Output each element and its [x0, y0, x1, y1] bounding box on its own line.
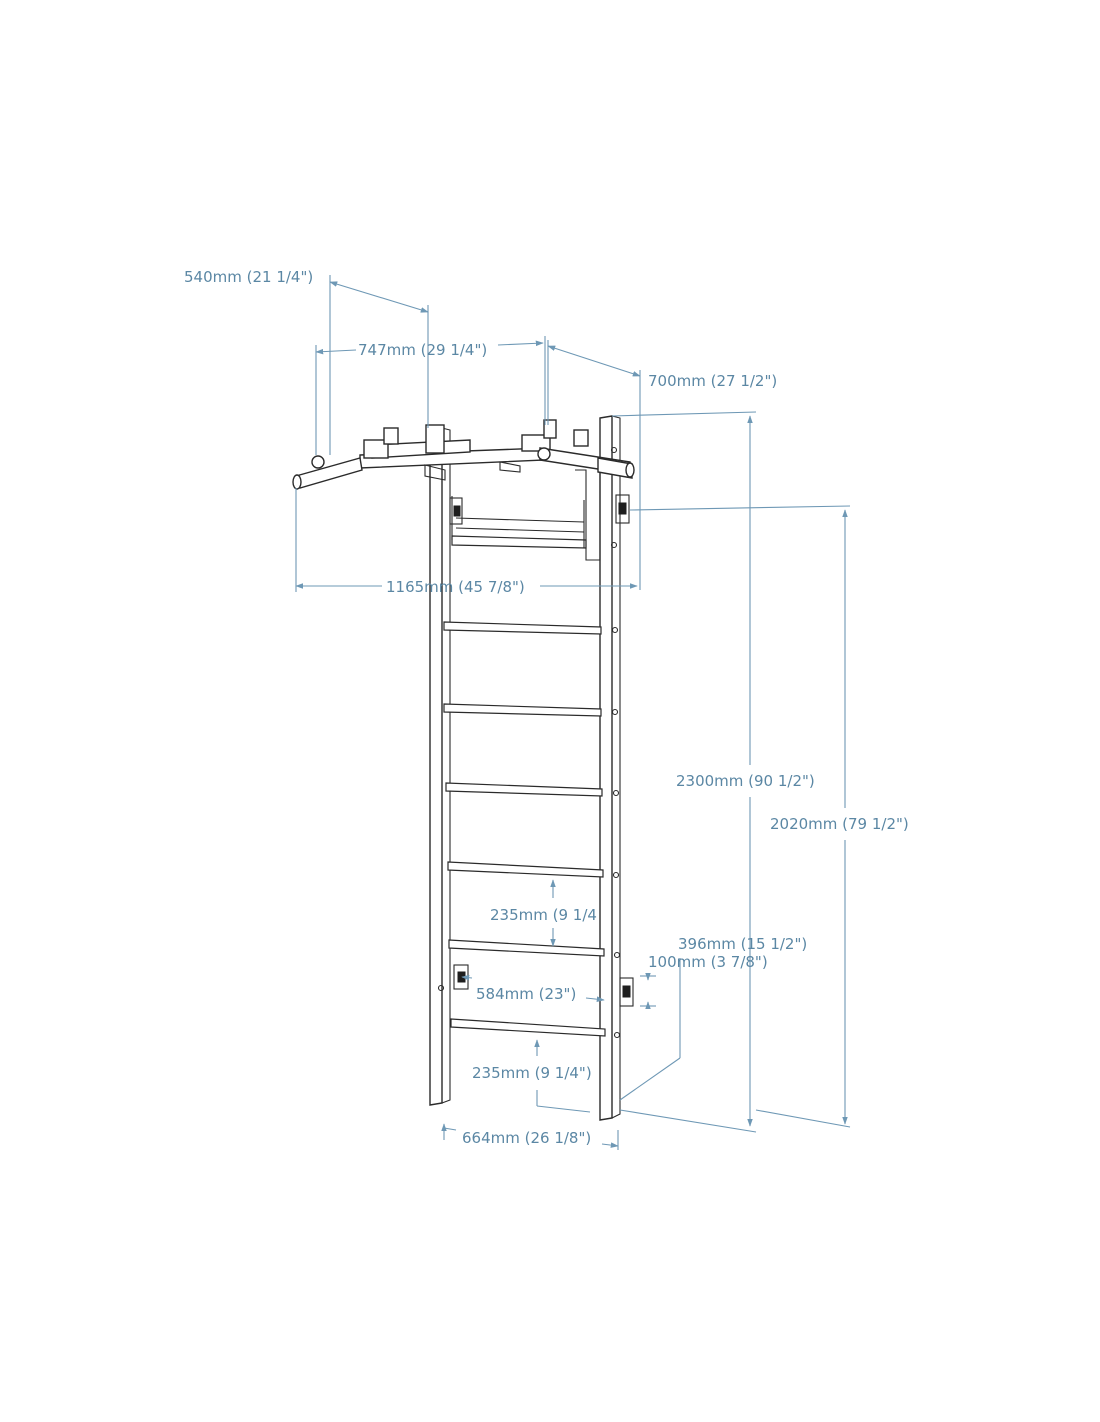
dimension-labels: 540mm (21 1/4") 747mm (29 1/4") 700mm (2…: [184, 268, 909, 1147]
bolt-holes: [437, 446, 621, 1039]
label-bar-inner-width: 747mm (29 1/4"): [358, 341, 487, 359]
rung-1: [451, 535, 587, 549]
ladder-frame: [429, 415, 634, 1121]
pull-up-bar: [292, 419, 635, 561]
rung-5: [447, 861, 604, 878]
label-bar-depth: 540mm (21 1/4"): [184, 268, 313, 286]
label-rung-spacing-upper: 235mm (9 1/4: [490, 906, 597, 924]
label-total-height: 2300mm (90 1/2"): [676, 772, 815, 790]
rungs: [443, 535, 606, 1037]
rung-4: [445, 782, 603, 797]
right-upright: [599, 415, 621, 1121]
rung-3: [443, 703, 602, 717]
label-bar-total-width: 1165mm (45 7/8"): [386, 578, 525, 596]
label-bracket-bottom-offset: 396mm (15 1/2"): [678, 935, 807, 953]
dimension-lines: [295, 275, 851, 1150]
wall-bracket-top-right: [615, 494, 630, 524]
label-bracket-height: 2020mm (79 1/2"): [770, 815, 909, 833]
bar-mount-right: [521, 419, 589, 452]
bar-mount-left: [363, 424, 445, 459]
label-bracket-spacing: 584mm (23"): [476, 985, 576, 1003]
label-ladder-width: 664mm (26 1/8"): [462, 1129, 591, 1147]
left-upright: [429, 427, 451, 1106]
label-bar-projection: 700mm (27 1/2"): [648, 372, 777, 390]
wall-bracket-bottom-right: [619, 977, 634, 1007]
label-bracket-size: 100mm (3 7/8"): [648, 953, 768, 971]
wall-bracket-top-left: [449, 497, 463, 525]
rung-6: [448, 939, 605, 957]
rung-2: [443, 621, 602, 635]
rung-7: [450, 1018, 606, 1037]
label-rung-spacing-lower: 235mm (9 1/4"): [472, 1064, 592, 1082]
